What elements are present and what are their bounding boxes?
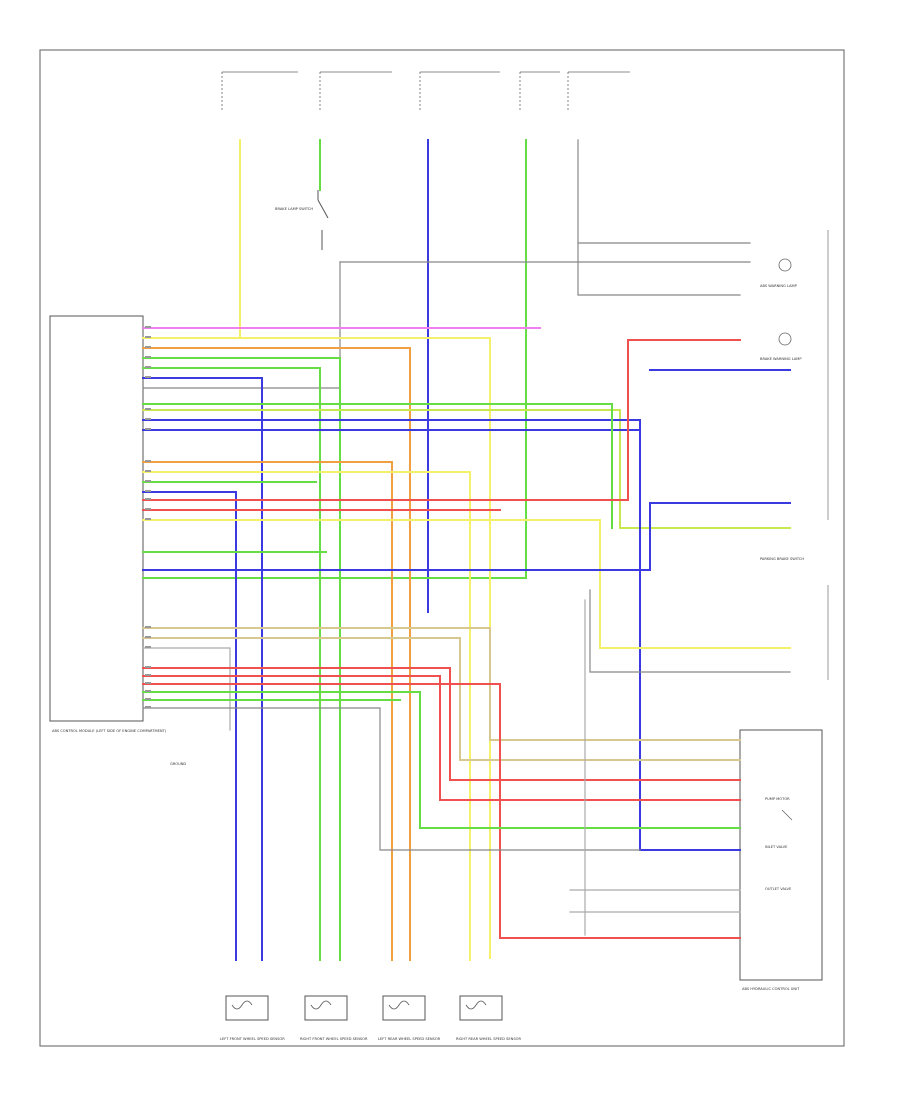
module-label: ABS CONTROL MODULE (LEFT SIDE OF ENGINE … xyxy=(52,729,167,733)
wire-green-3 xyxy=(142,357,341,961)
hydraulic-unit-box xyxy=(739,729,823,981)
outlet-valve-label: OUTLET VALVE xyxy=(765,887,792,891)
parking-switch-label: PARKING BRAKE SWITCH xyxy=(760,557,804,561)
pin-marks xyxy=(145,326,151,708)
hcu-label: ABS HYDRAULIC CONTROL UNIT xyxy=(742,987,800,991)
wire-blue-6 xyxy=(142,502,791,571)
brake-switch-symbol xyxy=(317,190,329,250)
wire-red-5 xyxy=(142,683,741,939)
inlet-valve-label: INLET VALVE xyxy=(765,845,788,849)
wire-gray-5 xyxy=(589,589,791,673)
brake-lamp-label: BRAKE WARNING LAMP xyxy=(760,357,802,361)
wire-green-5 xyxy=(142,403,613,529)
diagram-frame xyxy=(39,49,845,1047)
wire-gray-7 xyxy=(142,707,641,851)
wire-yellow-1 xyxy=(142,139,241,339)
wire-red-1 xyxy=(142,339,741,501)
wire-gray-top xyxy=(577,139,741,296)
wire-green-4 xyxy=(142,367,321,961)
wire-blue-3 xyxy=(142,419,741,851)
wire-group xyxy=(142,139,791,961)
wire-tan-2 xyxy=(142,637,741,761)
rr-sensor-label: RIGHT REAR WHEEL SPEED SENSOR xyxy=(456,1037,521,1041)
abs-module-box xyxy=(49,315,144,722)
wire-orange-1 xyxy=(142,347,411,961)
rf-sensor-label: RIGHT FRONT WHEEL SPEED SENSOR xyxy=(300,1037,368,1041)
wire-yellow-2 xyxy=(142,337,491,959)
fuse-row xyxy=(221,71,630,112)
ground-label: GROUND xyxy=(170,762,186,766)
wire-yellow-4 xyxy=(142,519,791,649)
lr-sensor-label: LEFT REAR WHEEL SPEED SENSOR xyxy=(378,1037,441,1041)
wire-green-right xyxy=(142,139,527,579)
pump-motor-label: PUMP MOTOR xyxy=(765,797,790,801)
wire-red-4 xyxy=(142,675,741,801)
wire-orange-2 xyxy=(142,461,393,961)
wire-yellow-3 xyxy=(142,471,471,961)
wire-yg-1 xyxy=(142,409,791,529)
lf-sensor-label: LEFT FRONT WHEEL SPEED SENSOR xyxy=(220,1037,285,1041)
brake-switch-label: BRAKE LAMP SWITCH xyxy=(275,207,313,211)
wire-gray-6 xyxy=(142,647,231,731)
wire-red-3 xyxy=(142,667,741,781)
wire-blue-2 xyxy=(142,377,263,961)
wire-green-8 xyxy=(142,691,741,829)
abs-lamp-label: ABS WARNING LAMP xyxy=(760,284,798,288)
wire-gray-4 xyxy=(142,261,341,389)
wire-blue-5 xyxy=(142,491,237,961)
wheel-sensors xyxy=(225,995,503,1021)
